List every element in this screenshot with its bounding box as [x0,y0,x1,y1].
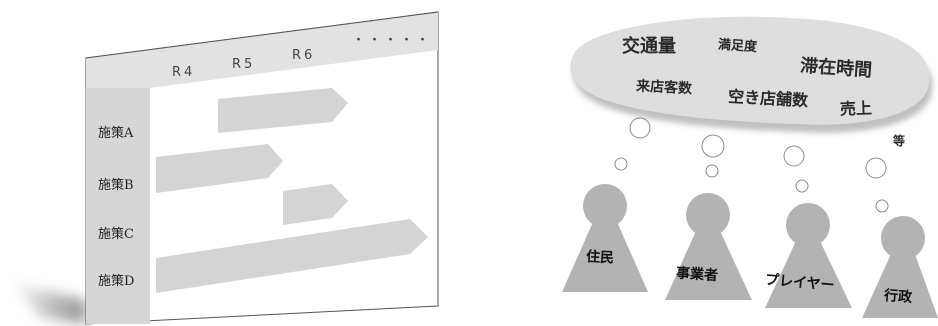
thought-bubble [795,179,809,193]
person-icon [765,203,852,308]
thought-bubble [629,117,651,139]
cloud-etc: 等 [892,133,905,148]
year-axis: R4 R5 R6 ・・・・・ [172,33,432,80]
panel-shadow [10,282,86,324]
cloud-keyword: 滞在時間 [799,54,872,81]
stakeholder-labels: 住民 事業者 プレイヤー 行政 [586,248,914,306]
stakeholder-label: 行政 [882,287,913,306]
thought-bubbles [614,117,889,213]
thought-bubble [865,157,887,179]
measure-bar-d [156,219,428,293]
stakeholder-figures [562,184,938,318]
thought-bubble [614,157,628,171]
thought-bubble [705,164,719,178]
cloud-keyword: 売上 [840,99,873,119]
cloud-keyword: 満足度 [717,36,758,55]
measure-bars [156,88,428,293]
cloud-keyword: 来店客数 [635,77,694,97]
year-label: R4 [172,65,195,80]
person-icon [562,184,648,292]
measure-label: 施策D [98,273,134,289]
measure-bar-b [156,144,283,193]
cloud-keyword: 空き店舗数 [728,87,810,110]
panel-label-column [86,88,150,324]
measure-label: 施策B [98,177,134,193]
cloud-shape [570,16,930,125]
cloud-keyword: 交通量 [622,35,676,57]
cloud-keywords: 交通量 満足度 滞在時間 来店客数 空き店舗数 売上 等 [622,35,905,148]
stakeholder-label: プレイヤー [764,272,835,294]
thought-bubble [875,199,889,213]
measure-label: 施策C [98,226,134,242]
thought-bubble [701,134,725,158]
measure-bar-a [218,88,348,133]
measure-bar-c [283,184,348,225]
year-label: R6 [292,48,315,63]
person-icon [862,216,938,318]
year-label: R5 [232,57,255,72]
thought-cloud [570,16,933,133]
panel-header-strip [86,12,438,88]
measure-labels: 施策A 施策B 施策C 施策D [98,125,134,289]
stakeholder-label: 事業者 [676,264,719,284]
measure-label: 施策A [98,125,134,141]
thought-bubble [783,145,805,167]
stakeholder-label: 住民 [586,248,615,266]
year-ellipsis: ・・・・・ [352,33,432,48]
person-icon [665,193,752,300]
